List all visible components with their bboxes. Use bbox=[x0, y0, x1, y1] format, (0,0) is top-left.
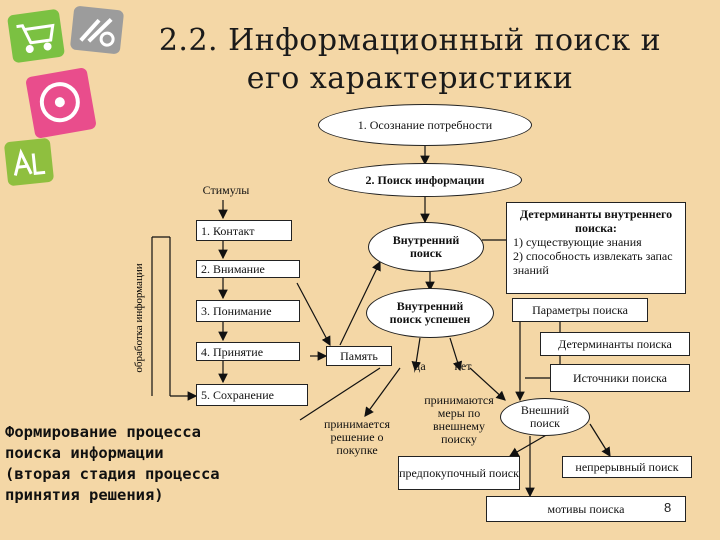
title-line-2: его характеристики bbox=[246, 61, 574, 96]
continuous-box: непрерывный поиск bbox=[562, 456, 692, 478]
decorative-cd-icon bbox=[25, 67, 97, 139]
motives-box: мотивы поиска bbox=[486, 496, 686, 522]
search-oval: 2. Поиск информации bbox=[328, 163, 522, 197]
awareness-oval: 1. Осознание потребности bbox=[318, 104, 532, 146]
determinants-item: 2) способность извлекать запас знаний bbox=[513, 249, 673, 277]
stage-caption: Формирование процесса поиска информации … bbox=[5, 423, 220, 504]
internal-search-oval: Внутренний поиск bbox=[368, 222, 484, 272]
external-search-oval: Внешний поиск bbox=[500, 398, 590, 436]
decorative-tools-icon bbox=[69, 5, 125, 55]
purchase-decision-label: принимается решение о покупке bbox=[323, 417, 391, 457]
decorative-shopping-cart-icon bbox=[6, 8, 66, 64]
decorative-abc-icon bbox=[3, 137, 55, 187]
processing-label: обработка информации bbox=[133, 263, 145, 373]
search-params-box: Параметры поиска bbox=[512, 298, 648, 322]
prepurchase-box: предпокупочный поиск bbox=[398, 456, 520, 490]
step-attention: 2. Внимание bbox=[196, 260, 300, 278]
memory-box: Память bbox=[326, 346, 392, 366]
yes-label: да bbox=[414, 359, 426, 373]
step-retention: 5. Сохранение bbox=[196, 384, 308, 406]
search-determinants-box: Детерминанты поиска bbox=[540, 332, 690, 356]
step-contact: 1. Контакт bbox=[196, 220, 292, 241]
determinants-title: Детерминанты внутреннего поиска: bbox=[519, 207, 673, 235]
internal-success-oval: Внутренний поиск успешен bbox=[366, 288, 494, 338]
slide-title: 2.2. Информационный поиск и его характер… bbox=[130, 22, 690, 98]
title-line-1: 2.2. Информационный поиск и bbox=[158, 23, 662, 58]
determinants-item: 1) существующие знания bbox=[513, 235, 642, 249]
internal-determinants-box: Детерминанты внутреннего поиска: 1) суще… bbox=[506, 202, 686, 294]
stimuli-label: Стимулы bbox=[202, 183, 250, 197]
step-understanding: 3. Понимание bbox=[196, 300, 300, 322]
step-acceptance: 4. Принятие bbox=[196, 342, 300, 361]
no-label: нет bbox=[454, 359, 472, 373]
external-measures-label: принимаются меры по внешнему поиску bbox=[424, 393, 494, 446]
search-sources-box: Источники поиска bbox=[550, 364, 690, 392]
page-number: 8 bbox=[664, 500, 672, 515]
